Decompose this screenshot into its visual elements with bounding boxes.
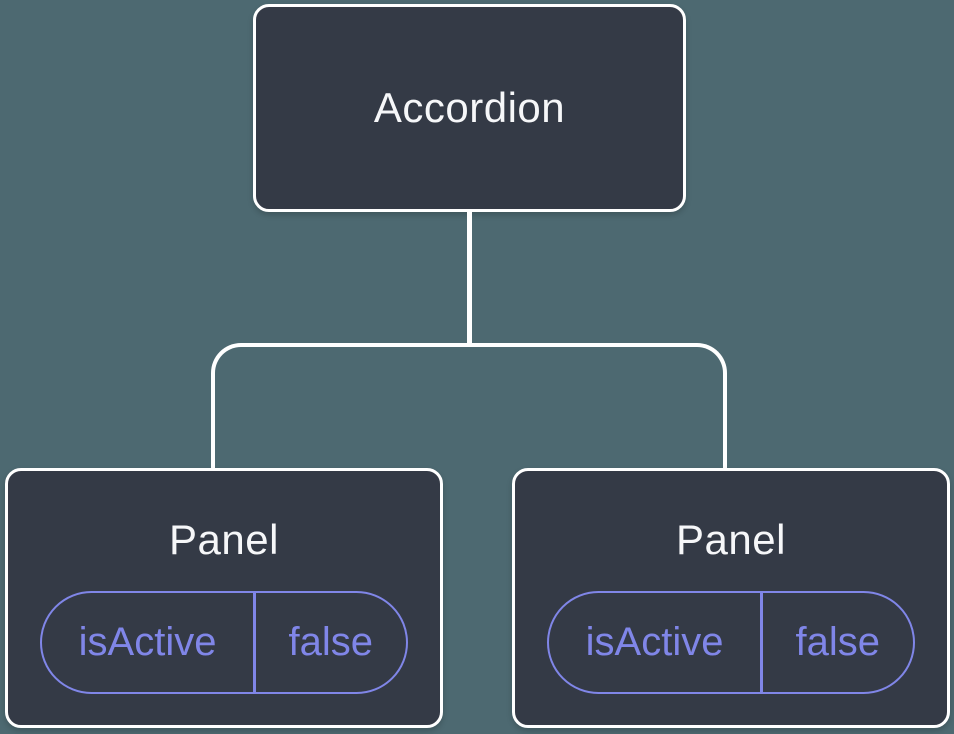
accordion-node-label: Accordion xyxy=(373,84,566,131)
pill-divider xyxy=(760,593,763,692)
prop-pill: isActive false xyxy=(547,591,915,694)
panel-node-right: Panel isActive false xyxy=(512,468,950,728)
prop-pill: isActive false xyxy=(40,591,408,694)
prop-value: false xyxy=(795,620,881,664)
panel-node-left: Panel isActive false xyxy=(5,468,443,728)
panel-node-label: Panel xyxy=(676,516,786,563)
pill-divider xyxy=(253,593,256,692)
prop-value: false xyxy=(288,620,374,664)
prop-name: isActive xyxy=(78,620,217,664)
connector-stem xyxy=(467,211,472,347)
connector-bracket xyxy=(211,343,727,468)
prop-name: isActive xyxy=(585,620,724,664)
panel-node-label: Panel xyxy=(169,516,279,563)
accordion-node: Accordion xyxy=(253,4,686,212)
